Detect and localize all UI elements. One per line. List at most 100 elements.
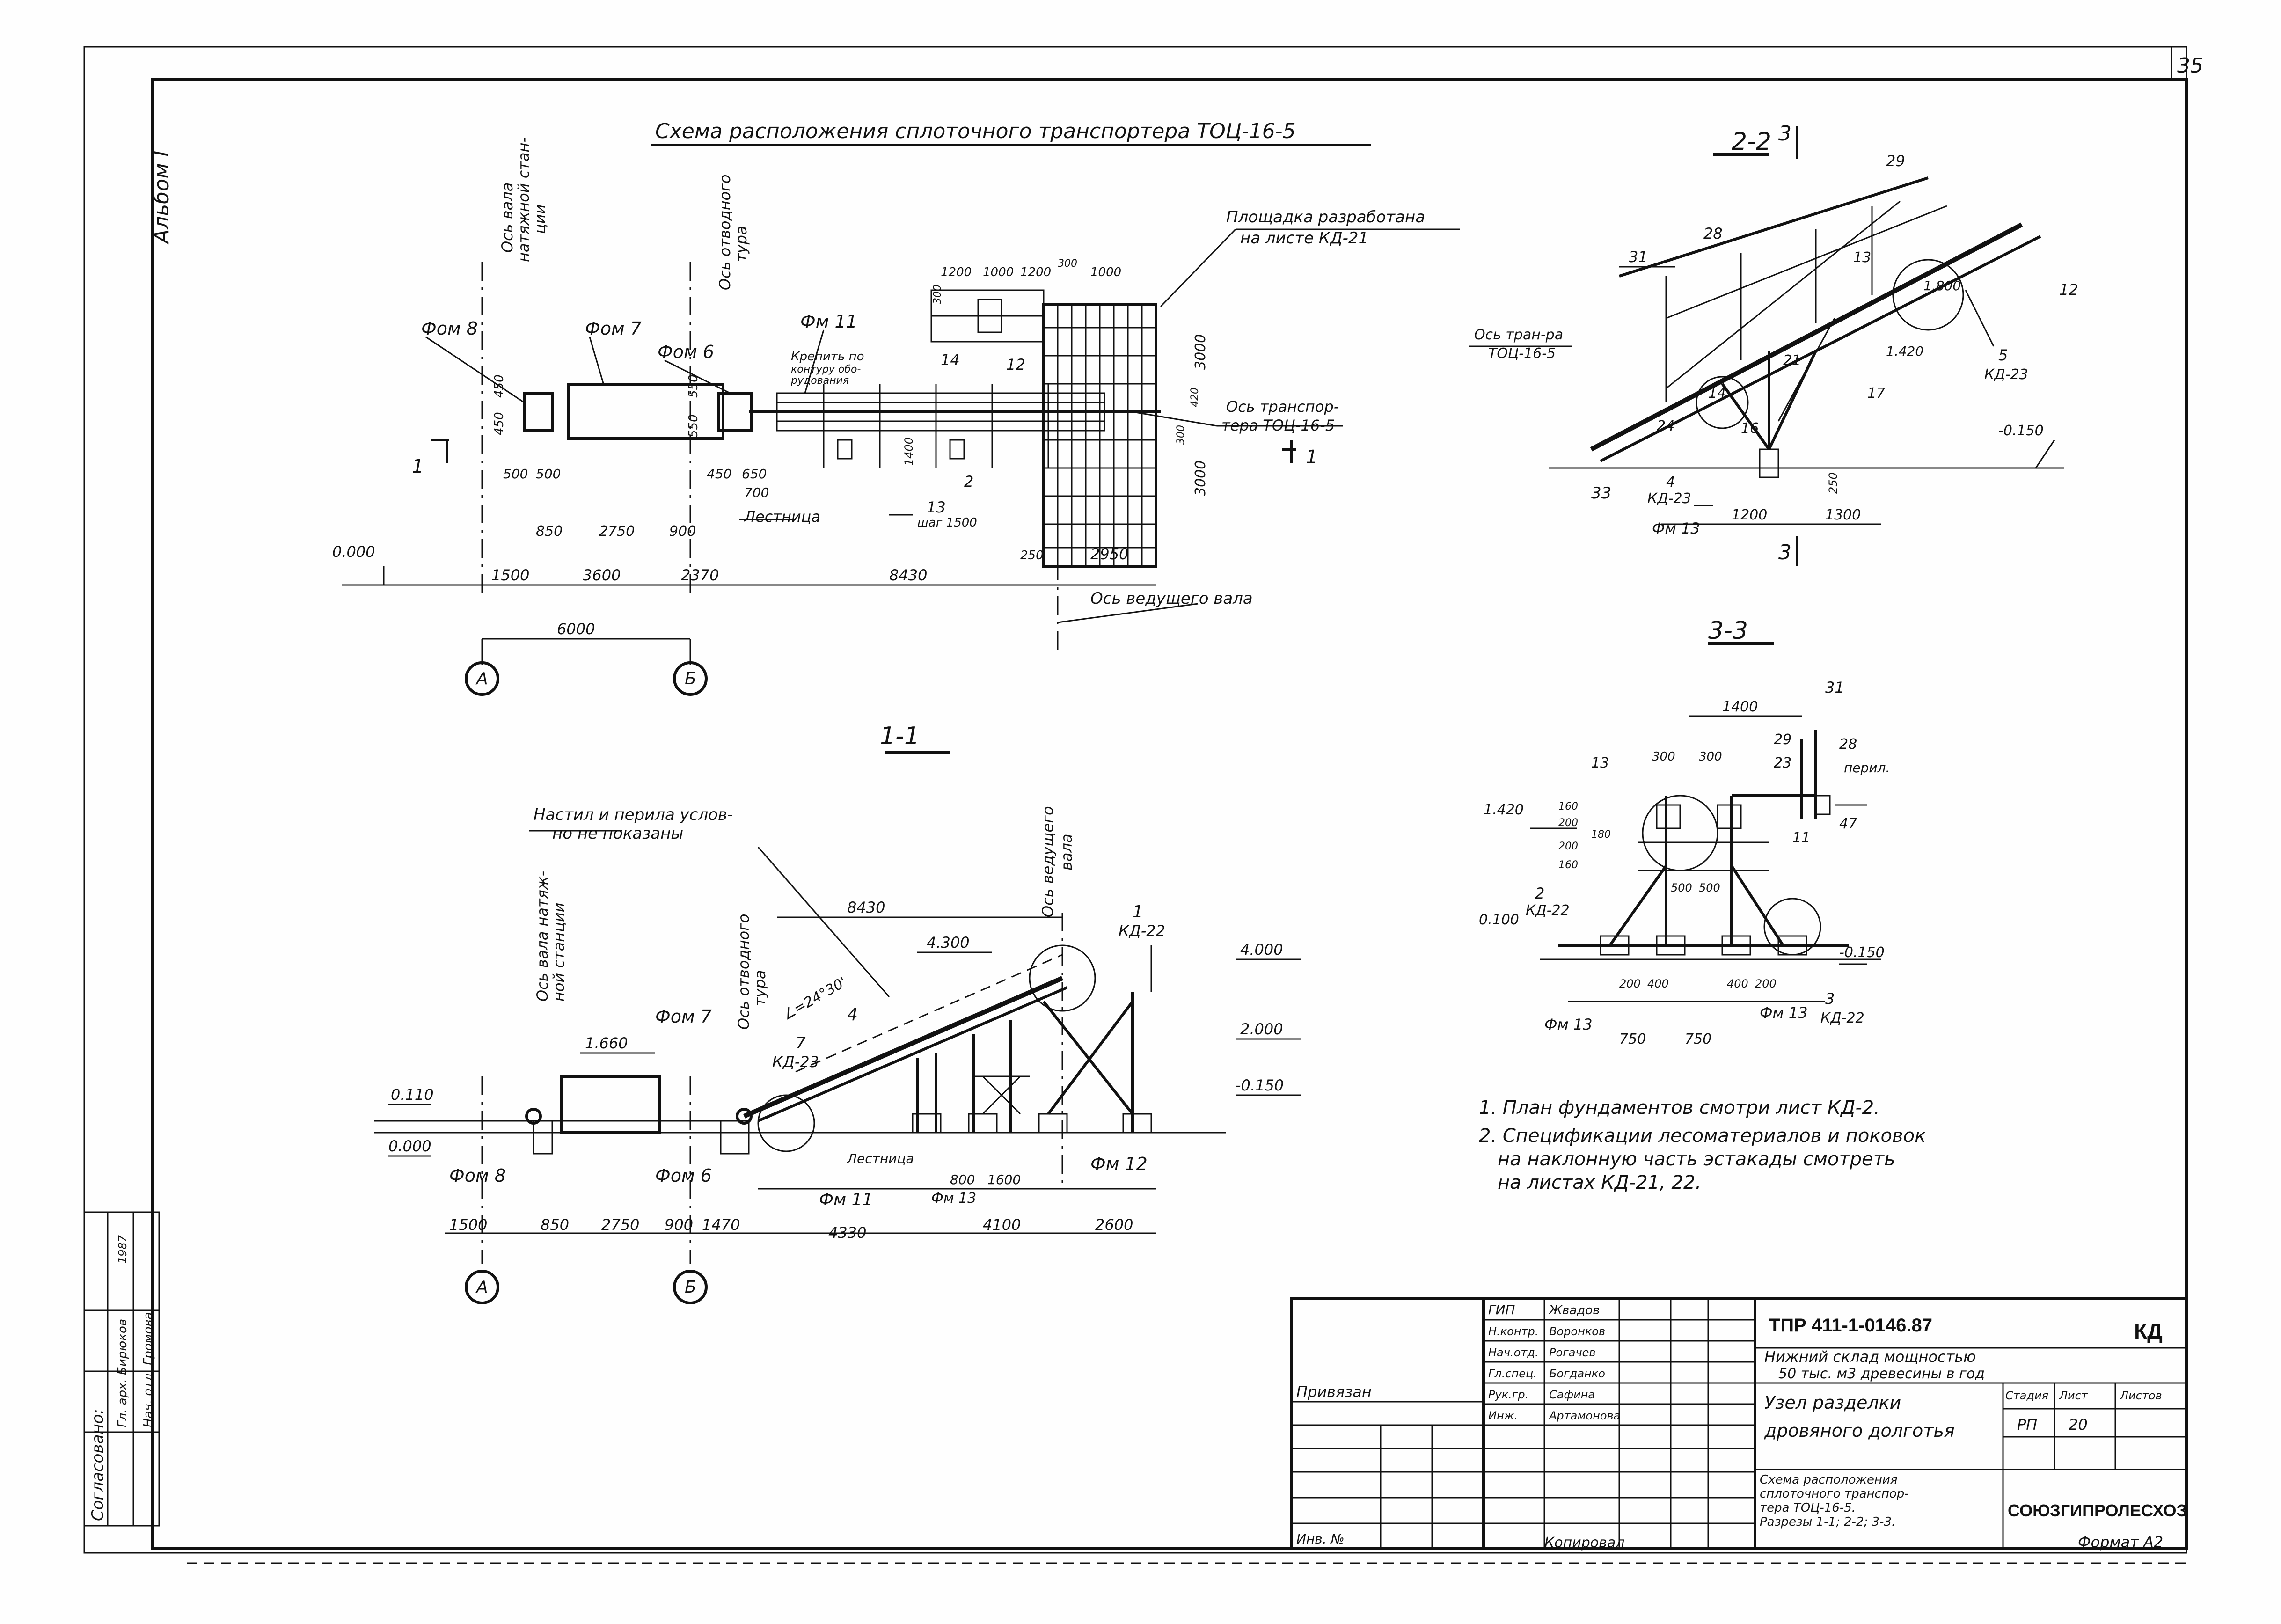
s22-axis-1: Ось тран-ра [1474, 327, 1563, 343]
s22-mark-16: 16 [1741, 420, 1759, 437]
inv-label: Инв. № [1296, 1531, 1345, 1547]
dim-plan-3: 550 [687, 414, 701, 438]
s11-level-0: 4.300 [927, 934, 970, 951]
axis-a-text: А [475, 669, 488, 688]
s33-fm13a: Фм 13 [1544, 1016, 1593, 1033]
s33-mark-23: 23 [1774, 755, 1791, 771]
dim-plan-24: 420 [1189, 388, 1201, 407]
section-3-3 [1530, 642, 1881, 1002]
dim-plan-11: 900 [669, 523, 696, 540]
axis-conveyor-2: тера ТОЦ-16-5 [1221, 417, 1335, 434]
sheet-frame [83, 46, 2188, 1564]
dim-plan-20: 300 [1058, 258, 1077, 270]
plan-labels: Площадка разработана на листе КД-21 Ось … [332, 137, 1425, 688]
s11-dim-9: 4100 [983, 1216, 1021, 1234]
s33-dim-8: 500 [1671, 881, 1692, 894]
plan-mark-1b: 1 [1306, 446, 1317, 468]
s22-dim-1: 1200 [1732, 507, 1767, 523]
dim-plan-15: 8430 [889, 566, 927, 584]
s33-level-2: -0.150 [1839, 944, 1885, 961]
s33-fm13b: Фм 13 [1760, 1004, 1808, 1022]
s11-dim-5: 1470 [702, 1216, 740, 1234]
dim-plan-22: 300 [932, 285, 943, 304]
s33-mark-31: 31 [1825, 679, 1844, 696]
s11-level-2: 2.000 [1240, 1020, 1283, 1038]
plan-mark-12: 12 [1006, 356, 1025, 373]
s33-dim-6: 160 [1558, 859, 1578, 871]
label-fom6: Фом 6 [658, 342, 714, 362]
s33-mark-11: 11 [1792, 830, 1810, 846]
sheet-value: 20 [2069, 1416, 2088, 1434]
role-3: Гл.спец. [1488, 1367, 1537, 1380]
section-2-2 [1469, 126, 2064, 566]
dim-plan-2: 550 [687, 374, 701, 398]
s11-level-1: 4.000 [1240, 941, 1283, 958]
node-2: дровяного долготья [1764, 1420, 1955, 1441]
dim-plan-6: 450 [707, 466, 731, 482]
s11-mark-1: 1 [1133, 902, 1143, 922]
dim-plan-16: 6000 [557, 620, 595, 638]
label-step: шаг 1500 [917, 516, 977, 530]
stage-value: РП [2017, 1416, 2037, 1434]
role-4: Рук.гр. [1488, 1388, 1528, 1401]
role-1: Н.контр. [1488, 1325, 1538, 1338]
s33-mark-28: 28 [1839, 736, 1857, 753]
s33-mark-29: 29 [1774, 732, 1791, 748]
label-stairs-plan: Лестница [744, 508, 820, 526]
s11-dim-1: 1500 [449, 1216, 487, 1234]
plan-supports [823, 384, 1049, 468]
s11-fm13: Фм 13 [931, 1190, 976, 1207]
axis-drive-label: Ось ведущего вала [1090, 589, 1253, 608]
s33-level-0: 1.420 [1484, 802, 1524, 818]
axis-tension-3: ции [531, 205, 549, 234]
platform-note-2: на листе КД-21 [1240, 229, 1368, 248]
s11-angle: ∠=24°30' [780, 974, 850, 1024]
stage-header: Стадия [2005, 1389, 2048, 1402]
platform-grid [930, 289, 1157, 568]
section-1-1 [374, 751, 1301, 1304]
agreed-label: Согласовано: [88, 1409, 107, 1521]
dim-plan-26: 3000 [1192, 461, 1209, 496]
s22-cut-top: 3 [1778, 122, 1791, 146]
detail-circle-kd22 [1029, 944, 1096, 1012]
s11-mark-4: 4 [847, 1005, 858, 1024]
approval-text: Согласовано: Гл. арх. Бирюков Нач. отд. … [88, 1235, 155, 1521]
s33-dim-14: 750 [1619, 1031, 1646, 1047]
s22-cut-bottom: 3 [1778, 541, 1791, 564]
name-0: Жвадов [1548, 1303, 1600, 1317]
title-block [1290, 1297, 2188, 1550]
s33-dim-15: 750 [1685, 1031, 1711, 1047]
plan-mark-2: 2 [964, 473, 973, 490]
dim-plan-19: 1200 [1020, 265, 1051, 279]
s11-fm11: Фм 11 [819, 1190, 873, 1209]
s11-axis-guide-1: Ось отводного [735, 914, 753, 1030]
s11-note-2: но не показаны [552, 824, 683, 843]
dim-plan-8: 700 [744, 485, 769, 500]
s33-dim-2: 300 [1699, 750, 1722, 764]
block-fom7 [567, 383, 724, 440]
s11-axis-drive-2: вала [1058, 834, 1075, 871]
s22-kd23b: КД-23 [1984, 366, 2028, 383]
s33-dim-12: 400 [1727, 977, 1748, 990]
dim-plan-28: 250 [1020, 549, 1044, 563]
section-3-3-labels: 3-3 31 29 28 13 23 47 11 2 3 перил. КД-2… [1479, 617, 1890, 1047]
s11-axis-guide-2: тура [751, 970, 769, 1007]
fix-note-1: Крепить по [791, 350, 864, 364]
dim-plan-0: 450 [492, 374, 506, 398]
note-1: 1. План фундаментов смотри лист КД-2. [1479, 1097, 1880, 1119]
bound-label: Привязан [1296, 1383, 1372, 1401]
s11-mark-7: 7 [796, 1034, 806, 1053]
s11-fm12: Фм 12 [1090, 1154, 1148, 1174]
s33-dim-1: 300 [1652, 750, 1675, 764]
dim-plan-27: 1400 [902, 437, 915, 466]
s22-axis-2: ТОЦ-16-5 [1488, 345, 1556, 362]
s33-dim-4: 200 [1558, 817, 1578, 829]
axis-tension-2: натяжной стан- [515, 137, 533, 262]
s11-axis-a: А [475, 1278, 488, 1297]
fix-note-3: рудования [790, 375, 849, 387]
axis-tension-1: Ось вала [498, 183, 516, 253]
s11-axis-tension-1: Ось вала натяж- [534, 871, 551, 1002]
s22-mark-14: 14 [1708, 385, 1726, 402]
plan-title: Схема расположения сплоточного транспорт… [655, 119, 1296, 143]
